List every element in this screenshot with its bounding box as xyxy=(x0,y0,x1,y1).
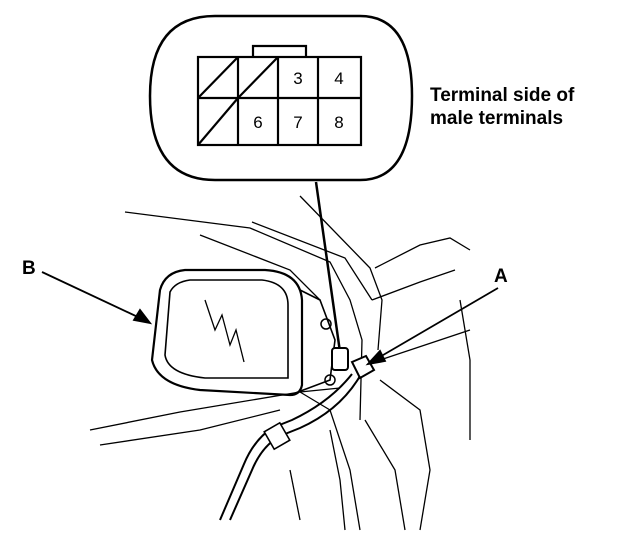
caption-line-2: male terminals xyxy=(430,108,564,129)
connector-a xyxy=(350,354,376,380)
wire-harness-inner xyxy=(219,373,353,521)
mount-hole-upper xyxy=(320,318,332,330)
callout-label-a: A xyxy=(494,266,508,287)
connector-face xyxy=(196,44,363,147)
mirror-glass xyxy=(164,279,289,379)
cavity-1-empty-mark xyxy=(197,56,239,99)
pin-6-label: 6 xyxy=(253,113,262,132)
connector-zoom-bubble xyxy=(148,14,414,353)
harness-grommet xyxy=(263,421,291,451)
bubble-leader-line xyxy=(314,181,342,353)
caption-line-1: Terminal side of xyxy=(430,85,575,106)
mirror-reflection xyxy=(204,299,245,363)
wire-harness-outer xyxy=(229,375,361,521)
callout-arrows xyxy=(41,271,499,366)
bubble-outline xyxy=(148,14,414,182)
arrow-a-head xyxy=(365,349,387,366)
terminal-side-caption: Terminal side of male terminals xyxy=(430,84,574,130)
pin-3-label: 3 xyxy=(293,69,302,88)
connector-latch xyxy=(251,44,308,57)
mirror-connector xyxy=(331,347,349,371)
mirror-housing xyxy=(150,268,304,397)
pin-4-label: 4 xyxy=(334,69,343,88)
door-structure xyxy=(89,195,471,531)
callout-label-b: B xyxy=(22,258,36,279)
cavity-5-empty-mark xyxy=(197,97,239,146)
arrow-a-line xyxy=(377,287,499,359)
mirror-assembly xyxy=(150,268,336,397)
pin-numbers: 3 4 6 7 8 xyxy=(253,69,343,132)
pin-8-label: 8 xyxy=(334,113,343,132)
pin-7-label: 7 xyxy=(293,113,302,132)
mirror-arm xyxy=(289,289,336,396)
connector-body xyxy=(196,55,363,147)
arrow-b-head xyxy=(132,308,153,325)
harness xyxy=(219,347,376,521)
arrow-b-line xyxy=(41,271,141,319)
mount-hole-lower xyxy=(324,374,336,386)
cavity-2-empty-mark xyxy=(237,56,279,99)
